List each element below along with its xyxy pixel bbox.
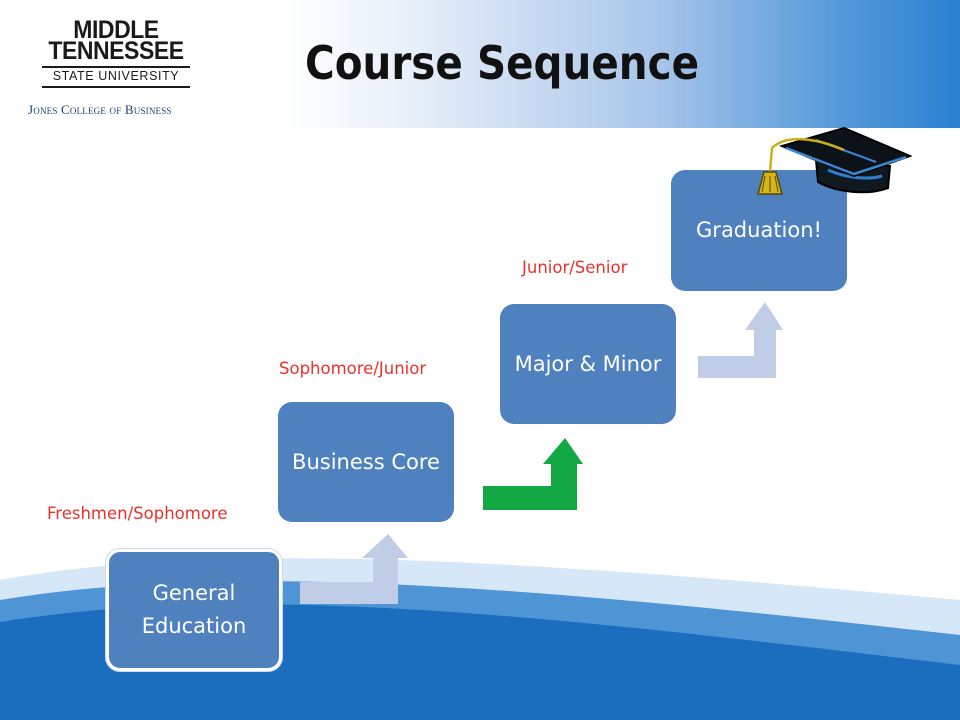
year-label-sophomore-junior: Sophomore/Junior [279, 359, 427, 378]
step-business-core: Business Core [278, 402, 454, 522]
logo-line-middle: MIDDLE [73, 16, 159, 44]
step-general-education: General Education [106, 549, 282, 671]
cap-base-shine [827, 168, 883, 180]
cap-tassel-cord [768, 137, 845, 173]
step-up-arrow-icon [698, 302, 783, 378]
step-up-arrow-icon [300, 534, 408, 604]
logo-college-name: Jones College of Business [28, 102, 214, 118]
year-label-freshmen-sophomore: Freshmen/Sophomore [47, 504, 228, 523]
year-label-junior-senior: Junior/Senior [522, 258, 628, 277]
logo-line-state-university: STATE UNIVERSITY [52, 69, 180, 83]
step-up-arrow-icon-highlight [483, 438, 583, 510]
graduation-cap-icon [757, 126, 912, 195]
cap-tassel-strand-1 [761, 175, 766, 193]
arrow-1-shape [300, 534, 408, 604]
cap-tassel-strand-3 [774, 175, 779, 193]
university-logo: MIDDLE TENNESSEE STATE UNIVERSITY Jones … [24, 16, 214, 126]
logo-college-text: Jones College of Business [28, 102, 172, 117]
cap-board-edge [785, 146, 907, 176]
logo-rule-bottom [42, 86, 190, 88]
header-band [0, 0, 960, 128]
logo-rule-top [42, 66, 190, 68]
step-major-minor: Major & Minor [500, 304, 676, 424]
arrow-2-shape [483, 438, 583, 510]
logo-line-tennessee: TENNESSEE [48, 37, 184, 65]
arrow-3-shape [698, 302, 783, 378]
slide-title: Course Sequence [305, 36, 700, 90]
